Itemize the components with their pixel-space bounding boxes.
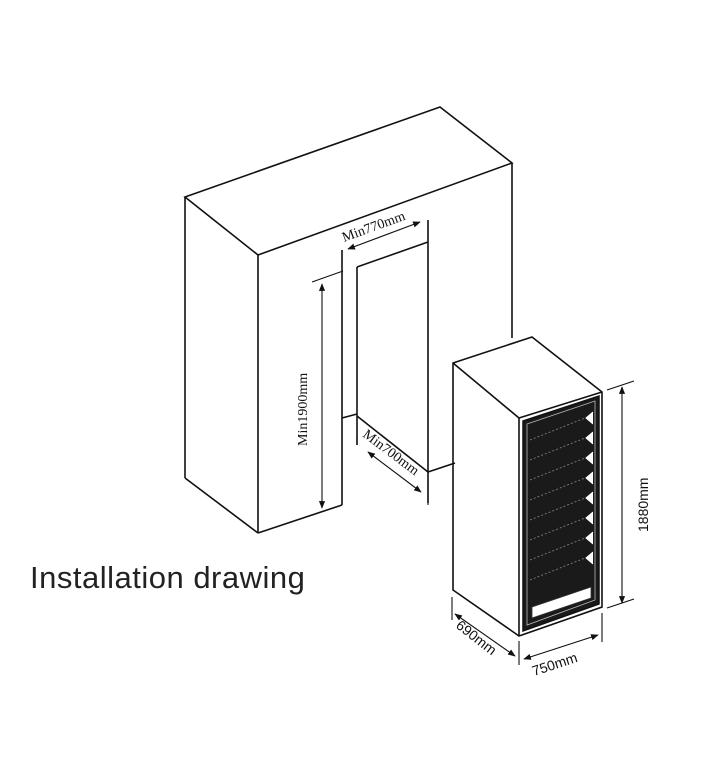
shelves [529,411,594,581]
label-height: 1880mm [635,478,651,532]
shelf [529,537,586,561]
shelf [529,557,586,581]
shelf-handle [585,491,594,505]
label-depth: 690mm [453,617,500,658]
shelf [529,457,586,481]
drawing-title: Installation drawing [30,560,306,595]
shelf [529,437,586,461]
dimension-min-width: Min770mm [340,209,421,250]
shelf-handle [585,411,594,425]
label-min-width: Min770mm [340,209,407,246]
shelf-handle [585,431,594,445]
shelf-handle [585,471,594,485]
label-width: 750mm [530,649,579,679]
dimension-min-depth: Min700mm [356,427,429,505]
label-min-height: Min1900mm [296,373,311,446]
shelf-handle [585,451,594,465]
shelf-handle [585,551,594,565]
shelf [529,517,586,541]
wine-cooler [452,336,603,637]
dimension-height: 1880mm [606,380,651,609]
shelf-handle [585,531,594,545]
shelf [529,417,586,441]
dimension-depth: 690mm [451,597,520,665]
shelf-handle [585,511,594,525]
cabinet-niche [183,106,514,534]
shelf [529,497,586,521]
dimension-min-height: Min1900mm [296,283,326,509]
glass-door [522,394,600,633]
shelf [529,477,586,501]
